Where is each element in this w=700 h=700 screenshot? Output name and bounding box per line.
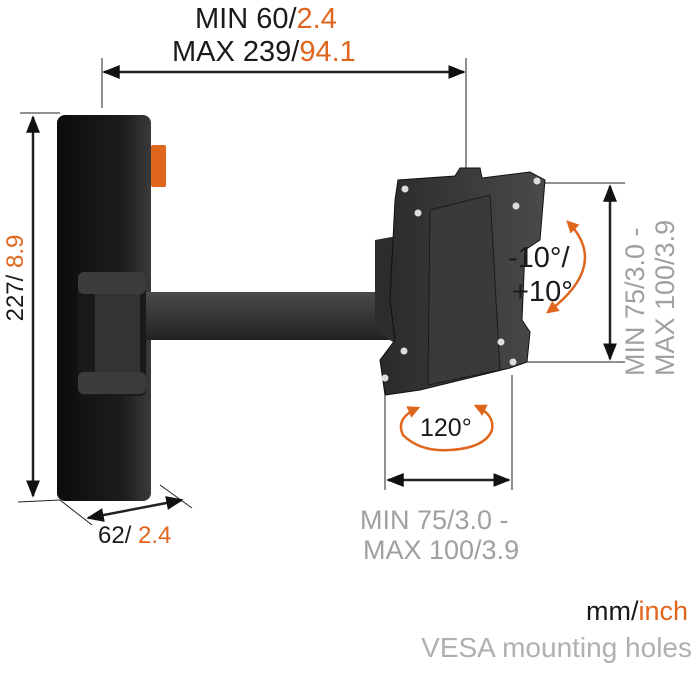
vesa-vertical-label: MIN 75/3.0 -MAX 100/3.9 (620, 219, 680, 376)
tilt-arrow (546, 220, 587, 314)
width-min-label: MIN 60/2.4 (195, 3, 337, 35)
dimension-lines (17, 58, 625, 526)
tilt-label-2: +10° (512, 276, 573, 308)
vesa-horizontal-line1: MIN 75/3.0 - (360, 505, 509, 535)
hinge-joint (78, 272, 146, 396)
depth-label: 62/ 2.4 (98, 522, 172, 549)
height-label: 227/ 8.9 (2, 234, 29, 322)
swivel-label: 120° (420, 414, 472, 442)
swivel-arrow (399, 404, 494, 452)
orange-tab (151, 145, 166, 187)
width-max-label: MAX 239/94.1 (172, 36, 356, 68)
swing-arm (110, 292, 390, 340)
tilt-label-1: -10°/ (508, 242, 570, 274)
vesa-caption: VESA mounting holes (421, 632, 692, 663)
units-legend: mm/inch (585, 596, 688, 626)
vesa-horizontal-line2: MAX 100/3.9 (363, 535, 520, 565)
vesa-holes (381, 177, 541, 382)
